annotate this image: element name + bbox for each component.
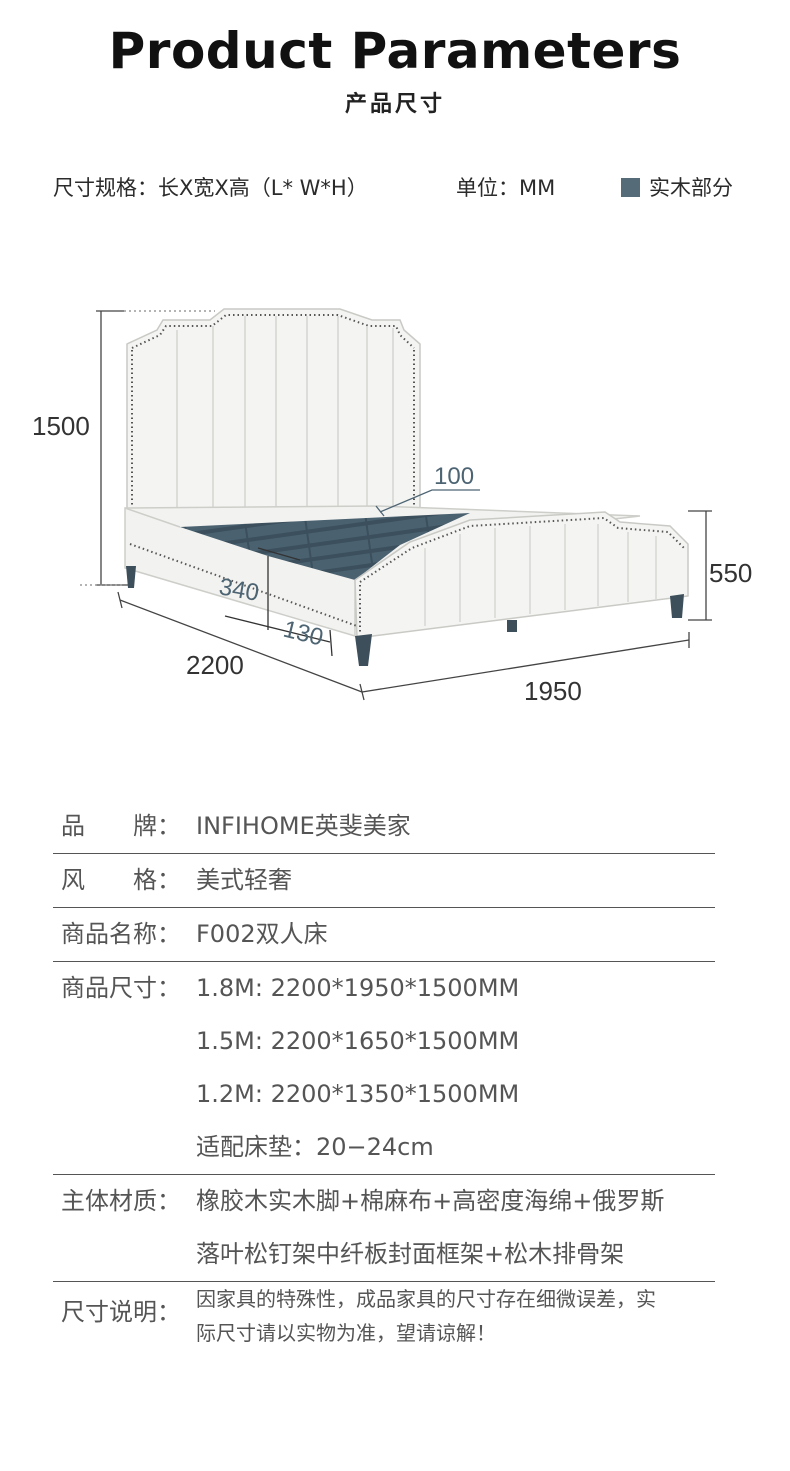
parameter-table: 品 牌： INFIHOME英斐美家 风 格： 美式轻奢 商品名称： F002双人…	[53, 800, 715, 1350]
leg-front-left	[355, 634, 372, 666]
param-value: INFIHOME英斐美家	[196, 812, 411, 840]
dim-headboard-thickness: 100	[434, 463, 474, 490]
param-value: 落叶松钉架中纤板封面框架+松木排骨架	[196, 1240, 625, 1268]
legend-swatch	[621, 177, 640, 197]
footboard	[129, 511, 689, 639]
param-value: 际尺寸请以实物为准，望请谅解！	[196, 1321, 496, 1345]
param-row-product-size: 商品尺寸： 1.8M: 2200*1950*1500MM 1.5M: 2200*…	[53, 962, 715, 1175]
bed-height-dimension-line	[688, 510, 712, 621]
param-value: 美式轻奢	[196, 866, 292, 894]
param-label: 商品尺寸：	[61, 974, 181, 1002]
unit-label: 单位：MM	[456, 176, 556, 200]
dim-height: 1500	[32, 411, 90, 441]
leg-middle	[507, 620, 517, 632]
param-label: 风 格：	[61, 866, 181, 894]
param-row-product-name: 商品名称： F002双人床	[53, 908, 715, 962]
param-row-brand: 品 牌： INFIHOME英斐美家	[53, 800, 715, 854]
param-value: F002双人床	[196, 920, 328, 948]
dim-width: 1950	[524, 676, 582, 706]
width-dimension-line	[361, 632, 690, 693]
height-dimension-line	[80, 310, 215, 586]
param-label: 品 牌：	[61, 812, 181, 840]
dim-length: 2200	[186, 650, 244, 680]
headboard-thickness-callout	[375, 489, 480, 517]
legend-label: 实木部分	[649, 176, 733, 200]
param-label: 商品名称：	[61, 920, 181, 948]
param-label: 主体材质：	[61, 1187, 181, 1215]
param-value: 1.8M: 2200*1950*1500MM	[196, 974, 520, 1002]
page-title: Product Parameters	[108, 22, 682, 80]
param-row-size-note: 尺寸说明： 因家具的特殊性，成品家具的尺寸存在细微误差，实 际尺寸请以实物为准，…	[53, 1282, 715, 1350]
param-value: 因家具的特殊性，成品家具的尺寸存在细微误差，实	[196, 1287, 656, 1311]
size-format-label: 尺寸规格：长X宽X高（L* W*H）	[53, 176, 368, 200]
param-row-material: 主体材质： 橡胶木实木脚+棉麻布+高密度海绵+俄罗斯 落叶松钉架中纤板封面框架+…	[53, 1175, 715, 1282]
wood-slats	[180, 513, 470, 580]
param-value: 1.2M: 2200*1350*1500MM	[196, 1080, 520, 1108]
param-label: 尺寸说明：	[61, 1298, 181, 1326]
param-row-style: 风 格： 美式轻奢	[53, 854, 715, 908]
leg-back-left	[126, 566, 136, 588]
bed-dimension-diagram: 100 340 130 1500 550 2200 1	[0, 280, 790, 720]
param-value: 橡胶木实木脚+棉麻布+高密度海绵+俄罗斯	[196, 1187, 665, 1215]
bed-illustration: 100 340 130 1500 550 2200 1	[32, 308, 752, 706]
side-rail-callout	[224, 547, 333, 657]
bed-legs	[126, 566, 684, 666]
dim-bed-height: 550	[709, 558, 752, 588]
headboard	[126, 308, 421, 549]
page-subtitle: 产品尺寸	[344, 92, 445, 117]
param-value: 适配床垫：20−24cm	[196, 1133, 434, 1161]
leg-front-right	[670, 594, 684, 618]
legend: 实木部分	[621, 172, 733, 202]
dim-side-rail: 340	[217, 573, 261, 607]
param-value: 1.5M: 2200*1650*1500MM	[196, 1027, 520, 1055]
